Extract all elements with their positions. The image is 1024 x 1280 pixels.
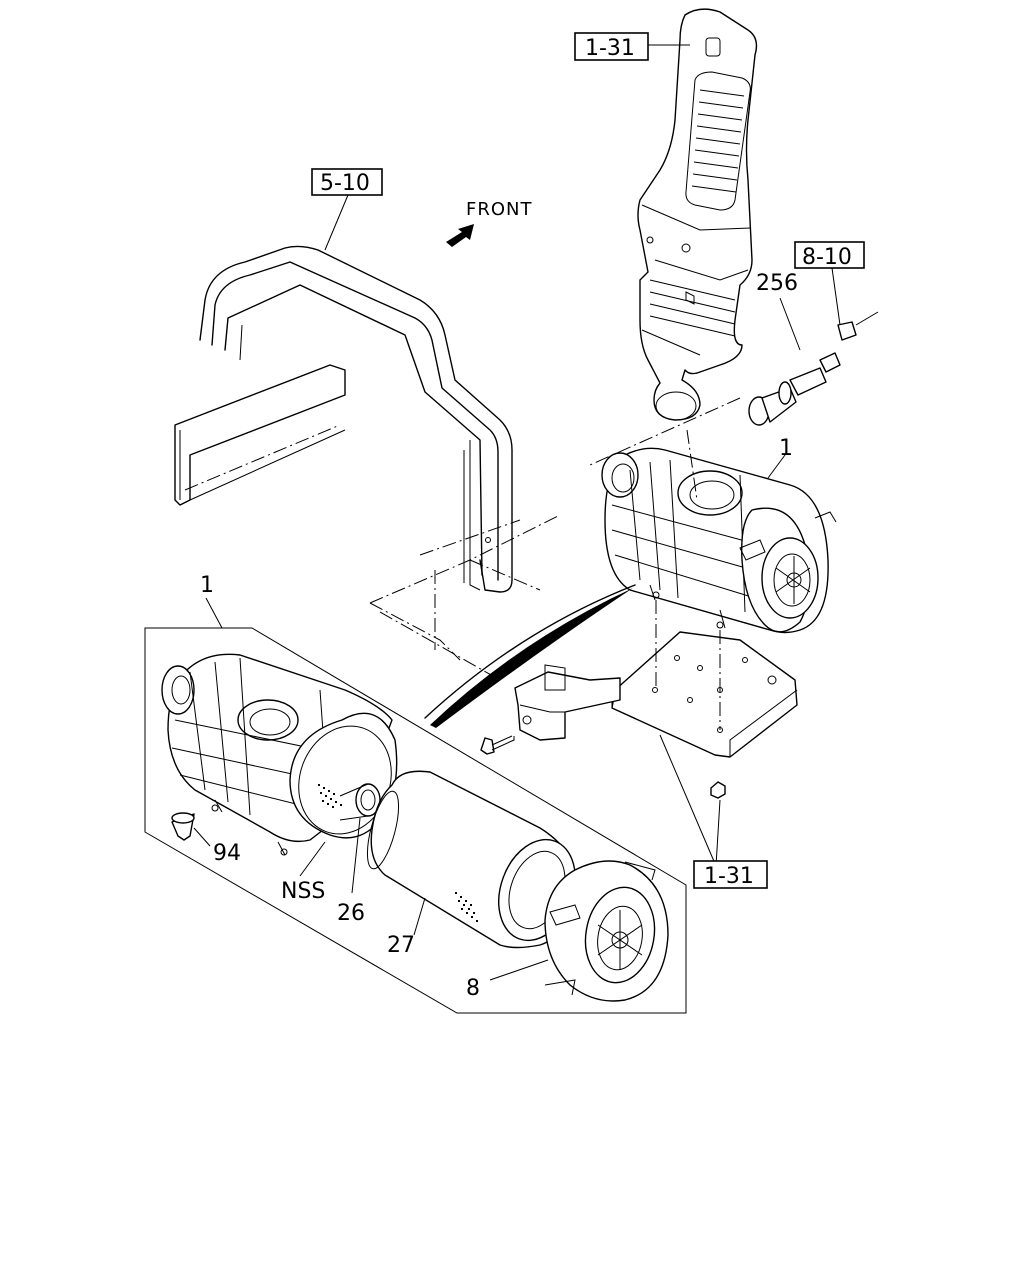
front-direction-arrow: FRONT bbox=[446, 199, 533, 247]
assembly-link-arrow bbox=[430, 588, 633, 728]
callout-27: 27 bbox=[387, 933, 415, 958]
callout-1-assembled: 1 bbox=[779, 436, 793, 461]
vacuator-valve-drawing bbox=[171, 812, 195, 841]
cover-drawing bbox=[544, 860, 669, 1002]
exploded-view-panel bbox=[144, 627, 687, 1014]
callout-94: 94 bbox=[213, 841, 241, 866]
restriction-indicator-drawing bbox=[589, 311, 879, 466]
inner-element-drawing bbox=[339, 783, 381, 821]
callout-nss: NSS bbox=[281, 879, 325, 904]
callout-8: 8 bbox=[466, 976, 480, 1001]
mesh-hatch bbox=[318, 784, 342, 808]
ref-box-indicator: 8-10 bbox=[794, 241, 865, 270]
callout-26: 26 bbox=[337, 901, 365, 926]
cab-frame-drawing bbox=[174, 245, 561, 681]
ref-box-bracket: 1-31 bbox=[693, 860, 768, 889]
ref-box-indicator-label: 8-10 bbox=[802, 245, 852, 270]
leader-lines bbox=[193, 44, 841, 981]
callout-1-exploded: 1 bbox=[200, 573, 214, 598]
ref-box-duct-top-label: 1-31 bbox=[585, 36, 635, 61]
intake-duct-drawing bbox=[637, 8, 758, 421]
front-label: FRONT bbox=[466, 199, 533, 220]
mounting-bracket-drawing bbox=[480, 600, 798, 799]
ref-box-duct-top: 1-31 bbox=[574, 32, 649, 61]
cleaner-housing-drawing bbox=[161, 653, 398, 856]
ref-box-cab-frame: 5-10 bbox=[311, 168, 383, 196]
ref-box-cab-frame-label: 5-10 bbox=[320, 171, 370, 196]
callout-256: 256 bbox=[756, 271, 798, 296]
ref-box-bracket-label: 1-31 bbox=[704, 864, 754, 889]
air-cleaner-assembled-drawing bbox=[601, 429, 837, 634]
element-pleat-hatch bbox=[455, 892, 478, 922]
